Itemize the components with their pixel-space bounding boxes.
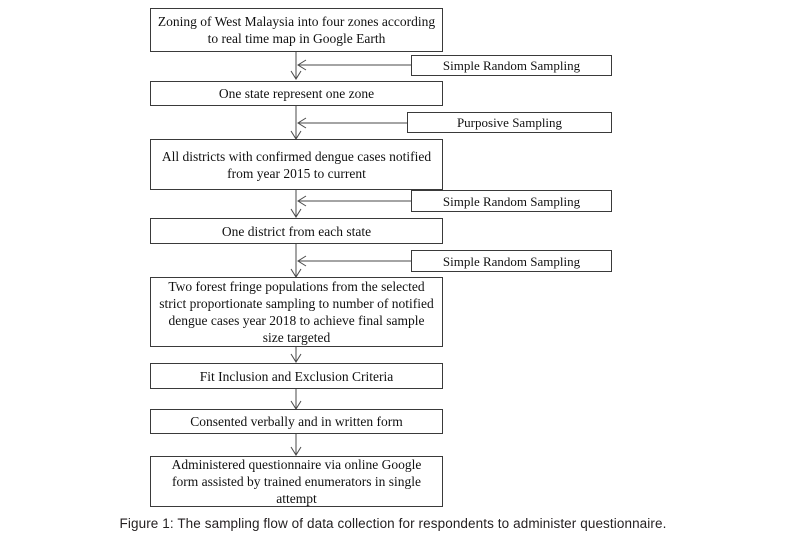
arrowhead-s2 (297, 117, 307, 129)
figure-caption: Figure 1: The sampling flow of data coll… (119, 516, 667, 531)
flow-node-inclusion-criteria: Fit Inclusion and Exclusion Criteria (150, 363, 443, 389)
side-node-simple-random-sampling-3-label: Simple Random Sampling (442, 253, 581, 269)
side-node-simple-random-sampling-2: Simple Random Sampling (411, 190, 612, 212)
arrowhead-n2-n3 (290, 130, 302, 140)
flow-node-zoning-label: Zoning of West Malaysia into four zones … (157, 14, 436, 46)
arrowhead-s4 (297, 255, 307, 267)
arrowhead-n1-n2 (290, 70, 302, 80)
arrowhead-n4-n5 (290, 268, 302, 278)
side-node-simple-random-sampling-1-label: Simple Random Sampling (442, 58, 581, 73)
side-node-purposive-sampling: Purposive Sampling (407, 112, 612, 133)
flow-node-zoning: Zoning of West Malaysia into four zones … (150, 8, 443, 52)
flow-node-all-districts: All districts with confirmed dengue case… (150, 139, 443, 190)
arrowhead-n6-n7 (290, 400, 302, 410)
side-node-simple-random-sampling-2-label: Simple Random Sampling (442, 193, 581, 209)
arrowhead-s1 (297, 59, 307, 71)
flow-node-administered-questionnaire: Administered questionnaire via online Go… (150, 456, 443, 507)
flow-node-forest-fringe-label: Two forest fringe populations from the s… (159, 279, 434, 345)
side-node-simple-random-sampling-1: Simple Random Sampling (411, 55, 612, 76)
arrowhead-n5-n6 (290, 353, 302, 363)
flow-node-all-districts-label: All districts with confirmed dengue case… (161, 148, 432, 181)
flow-node-one-state-label: One state represent one zone (218, 86, 375, 101)
flow-node-administered-questionnaire-label: Administered questionnaire via online Go… (171, 457, 422, 506)
side-node-simple-random-sampling-3: Simple Random Sampling (411, 250, 612, 272)
flow-node-consent-label: Consented verbally and in written form (190, 414, 403, 429)
arrowhead-n3-n4 (290, 208, 302, 218)
flow-node-one-state: One state represent one zone (150, 81, 443, 106)
arrowhead-n7-n8 (290, 446, 302, 456)
flow-node-forest-fringe: Two forest fringe populations from the s… (150, 277, 443, 347)
side-node-purposive-sampling-label: Purposive Sampling (456, 115, 563, 130)
flow-node-one-district-label: One district from each state (221, 223, 372, 239)
flow-node-consent: Consented verbally and in written form (150, 409, 443, 434)
arrowhead-s3 (297, 195, 307, 207)
flow-node-inclusion-criteria-label: Fit Inclusion and Exclusion Criteria (199, 368, 394, 384)
flow-node-one-district: One district from each state (150, 218, 443, 244)
